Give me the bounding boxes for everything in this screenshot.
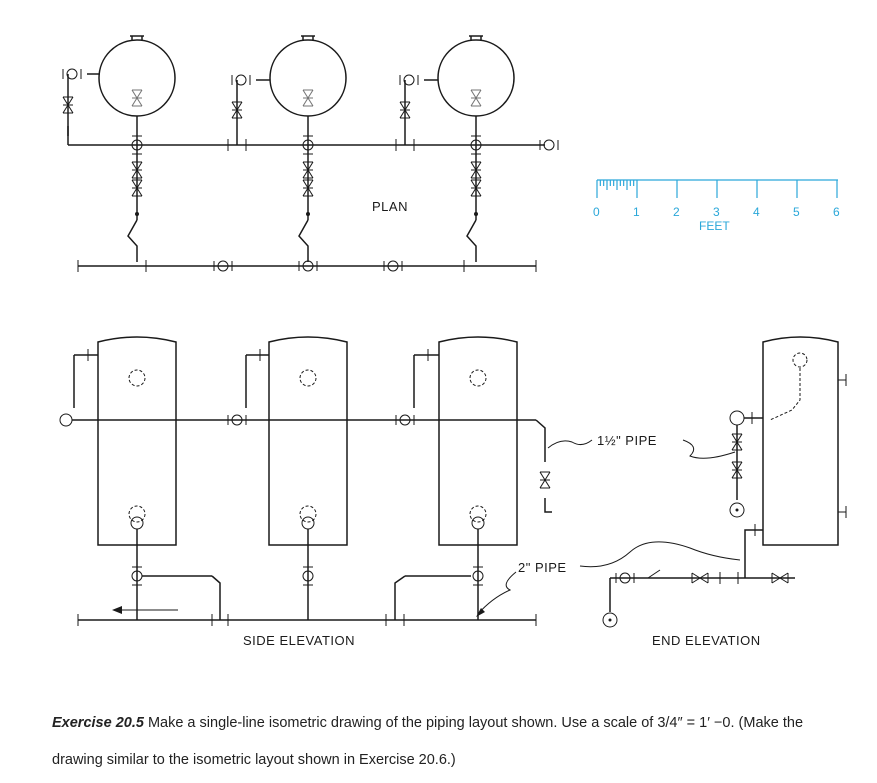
plan-header-lower <box>77 259 537 273</box>
scale-tick-2: 2 <box>673 205 680 219</box>
end-elevation-label: END ELEVATION <box>652 633 761 648</box>
side-elevation-view: SIDE ELEVATION <box>59 336 552 648</box>
side-elevation-label: SIDE ELEVATION <box>243 633 355 648</box>
end-elevation-view: END ELEVATION <box>602 336 847 648</box>
scale-tick-3: 3 <box>713 205 720 219</box>
pipe-large-label: 2" PIPE <box>518 560 567 575</box>
flow-arrow <box>112 606 178 614</box>
plan-header-upper <box>68 138 559 152</box>
plan-tank-2 <box>231 35 347 262</box>
scale-minor-ticks <box>599 180 635 190</box>
scale-tick-1: 1 <box>633 205 640 219</box>
scale-tick-4: 4 <box>753 205 760 219</box>
side-tank-2 <box>245 336 348 620</box>
scale-unit: FEET <box>699 219 730 233</box>
scale-tick-6: 6 <box>833 205 840 219</box>
pipe-small-label: 1½" PIPE <box>597 433 657 448</box>
pipe-callouts: 1½" PIPE 2" PIPE <box>476 433 741 617</box>
exercise-caption: Exercise 20.5 Make a single-line isometr… <box>52 705 852 779</box>
side-header-lower <box>77 613 537 627</box>
scale-tick-0: 0 <box>593 205 600 219</box>
side-tank-1 <box>59 336 221 620</box>
plan-view: PLAN <box>62 35 559 273</box>
side-tank-3 <box>394 336 518 620</box>
exercise-number: Exercise 20.5 <box>52 715 144 731</box>
plan-tank-3 <box>399 35 515 262</box>
piping-drawing: PLAN 0 1 2 3 4 5 6 FEET <box>59 35 847 648</box>
side-header-upper <box>72 414 552 513</box>
exercise-text: Make a single-line isometric drawing of … <box>52 715 804 768</box>
scale-tick-5: 5 <box>793 205 800 219</box>
plan-label: PLAN <box>372 199 408 214</box>
scale-bar: 0 1 2 3 4 5 6 FEET <box>593 179 840 233</box>
plan-tank-1 <box>62 35 176 262</box>
